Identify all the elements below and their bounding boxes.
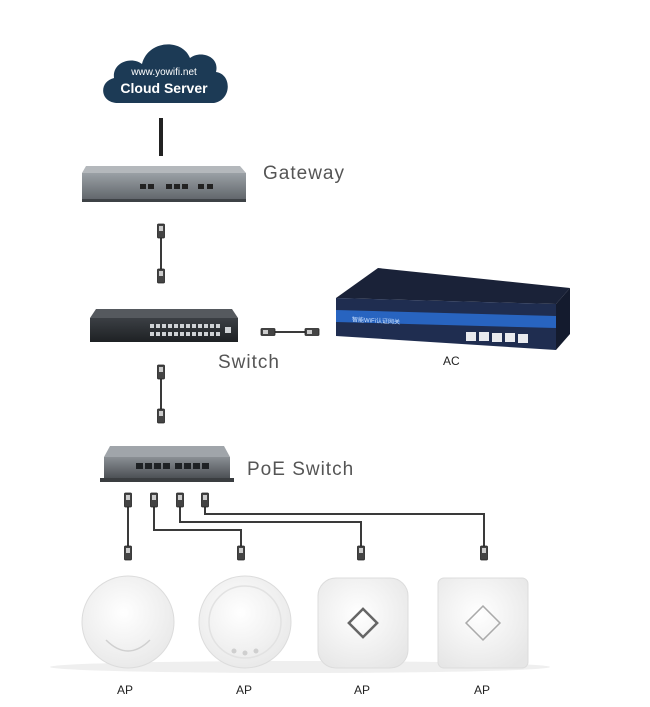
ap-2-label: AP (236, 683, 253, 697)
switch-label: Switch (218, 352, 280, 373)
ap-1-label: AP (117, 683, 134, 697)
poe-switch-label: PoE Switch (247, 459, 355, 480)
ac-label: AC (443, 354, 460, 368)
ap-3-icon (317, 577, 409, 669)
gateway-label: Gateway (263, 163, 345, 184)
ap-3-label: AP (354, 683, 371, 697)
ap-cable-connectors (124, 545, 488, 561)
cloud-url-label: www.yowifi.net (131, 67, 197, 78)
ap-1-icon (81, 575, 175, 669)
gateway-switch-cable (157, 223, 165, 284)
poe-switch-device-icon (100, 446, 234, 482)
cloud-server-icon (103, 44, 228, 103)
poe-port-connectors (124, 492, 209, 508)
switch-device-icon (90, 309, 238, 342)
ap-4-label: AP (474, 683, 491, 697)
ap-2-icon (198, 575, 292, 669)
poe-ap-cables (127, 502, 485, 552)
ap-4-icon (437, 577, 529, 669)
cloud-server-label: Cloud Server (120, 80, 208, 96)
gateway-device-icon (82, 166, 246, 202)
ac-controller-icon (336, 268, 570, 350)
switch-poe-cable (157, 364, 165, 424)
switch-ac-cable (260, 328, 320, 336)
